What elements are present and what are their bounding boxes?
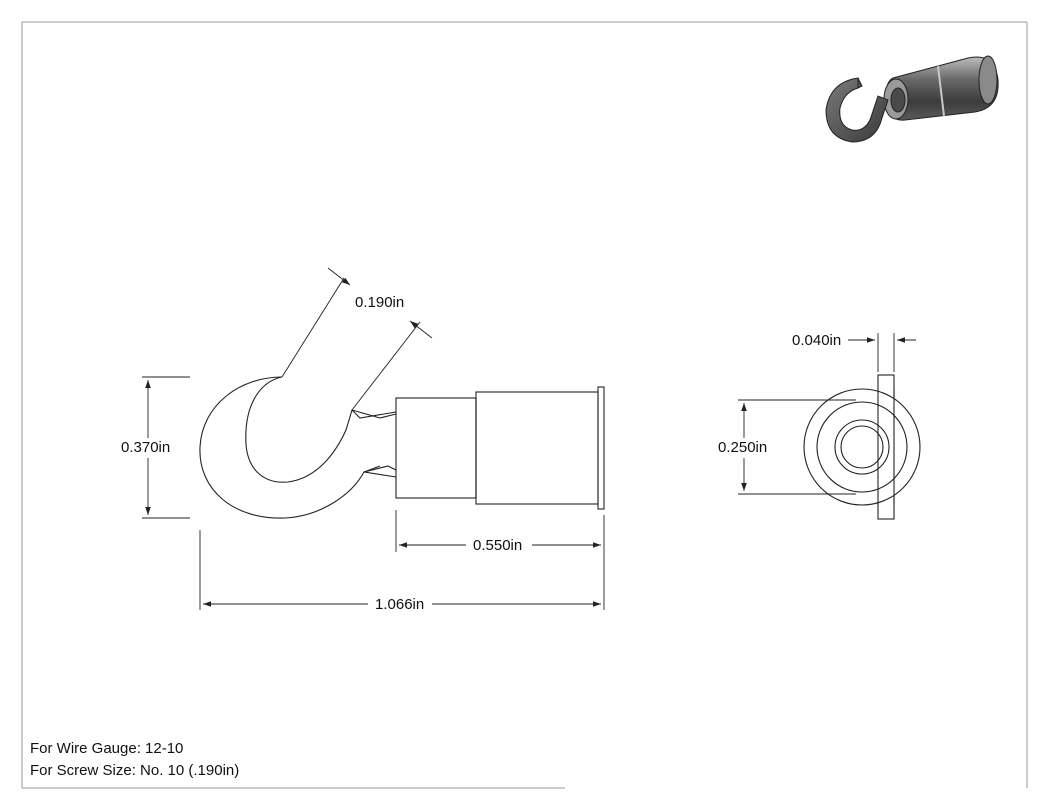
dim-barrel-length: 0.550in [473,537,522,554]
sheet-border [21,21,1028,789]
inner-ring [834,419,890,475]
outer-ring [803,388,921,506]
side-view-dimensions [142,267,605,610]
dim-flange-thickness: 0.040in [792,332,841,349]
dim-hook-throat: 0.190in [355,294,404,311]
dim-hook-height: 0.370in [121,439,170,456]
hook-outline [199,376,397,519]
middle-ring [816,401,908,493]
flange [597,386,605,510]
barrel-rear [475,391,599,505]
side-view-labels: 0.190in 0.370in 0.550in 1.066in [121,294,522,613]
dim-overall-length: 1.066in [375,596,424,613]
bore [840,425,884,469]
isometric-render [825,55,999,143]
dim-inner-diameter: 0.250in [718,439,767,456]
end-view-dimensions [738,333,916,495]
barrel-front [395,397,477,499]
end-view [803,374,921,520]
side-view [199,376,605,519]
note-wire-gauge: For Wire Gauge: 12-10 [30,740,184,757]
hook-inner-outline [245,376,397,483]
end-view-labels: 0.040in 0.250in [718,332,841,456]
note-screw-size: For Screw Size: No. 10 (.190in) [30,762,240,779]
